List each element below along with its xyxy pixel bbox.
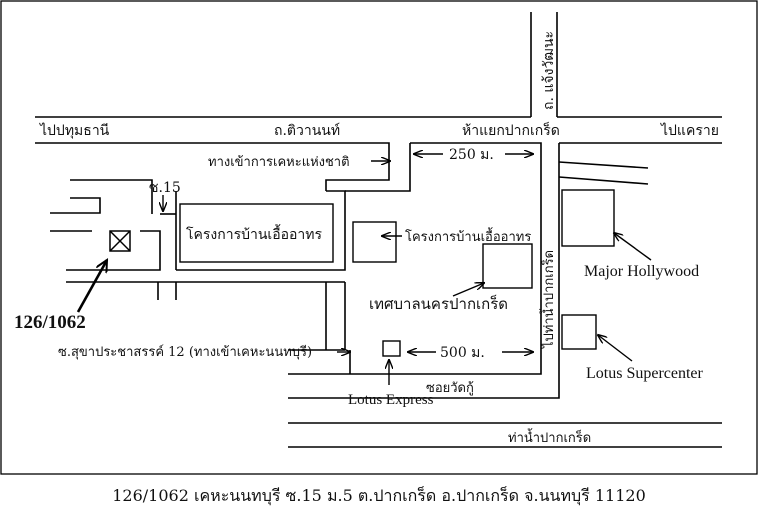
ua-athon-large-box: [179, 203, 334, 263]
label-to-pak-kret-pier: ไปท่าน้ำปากเกร็ด: [539, 250, 557, 349]
road-pak-kret-pier: [288, 422, 722, 448]
ua-athon-small-box: [352, 221, 397, 263]
road-tiwanon: [35, 116, 722, 375]
label-tiwanon-road: ถ.ติวานนท์: [274, 122, 340, 139]
label-nha-entrance: ทางเข้าการเคหะแห่งชาติ: [208, 155, 350, 170]
label-distance-500: 500 ม.: [440, 345, 485, 361]
label-ua-athon-small: โครงการบ้านเอื้ออาทร: [405, 227, 531, 245]
municipality-arrow: [452, 283, 484, 297]
label-to-khae-rai: ไปแคราย: [660, 122, 719, 139]
major-hollywood-arrow: [614, 233, 652, 261]
label-to-pathum-thani: ไปปทุมธานี: [39, 122, 110, 139]
label-soi-15: ซ.15: [149, 180, 181, 196]
lotus-supercenter-box: [561, 314, 597, 350]
label-intersection: ห้าแยกปากเกร็ด: [462, 121, 560, 139]
label-distance-250: 250 ม.: [449, 147, 494, 163]
label-ua-athon-large: โครงการบ้านเอื้ออาทร: [186, 224, 323, 243]
label-soi-wat-ku: ซอยวัดกู้: [426, 381, 474, 396]
label-chaeng-watthana: ถ. แจ้งวัฒนะ: [541, 31, 557, 110]
map-frame: [0, 0, 758, 475]
municipality-box: [482, 243, 533, 289]
soi-network: [50, 143, 411, 374]
label-sukha-prachasan-12: ซ.สุขาประชาสรรค์ 12 (ทางเข้าเคหะนนทบุรี): [58, 344, 312, 360]
address-caption: 126/1062 เคหะนนทบุรี ซ.15 ม.5 ต.ปากเกร็ด…: [112, 486, 646, 505]
target-house-arrow: [76, 260, 109, 313]
road-to-pak-kret-pier: [288, 143, 649, 399]
target-house-marker: [109, 230, 131, 252]
lotus-supercenter-arrow: [598, 335, 633, 362]
label-municipality: เทศบาลนครปากเกร็ด: [369, 294, 508, 313]
road-chaeng-watthana: [530, 12, 558, 117]
label-house-number: 126/1062: [14, 312, 86, 333]
label-pak-kret-pier-road: ท่าน้ำปากเกร็ด: [508, 428, 591, 446]
label-lotus-express: Lotus Express: [348, 392, 434, 408]
label-lotus-supercenter: Lotus Supercenter: [586, 365, 704, 382]
lotus-express-box: [382, 340, 401, 357]
major-hollywood-box: [561, 189, 615, 247]
label-major-hollywood: Major Hollywood: [584, 263, 699, 280]
